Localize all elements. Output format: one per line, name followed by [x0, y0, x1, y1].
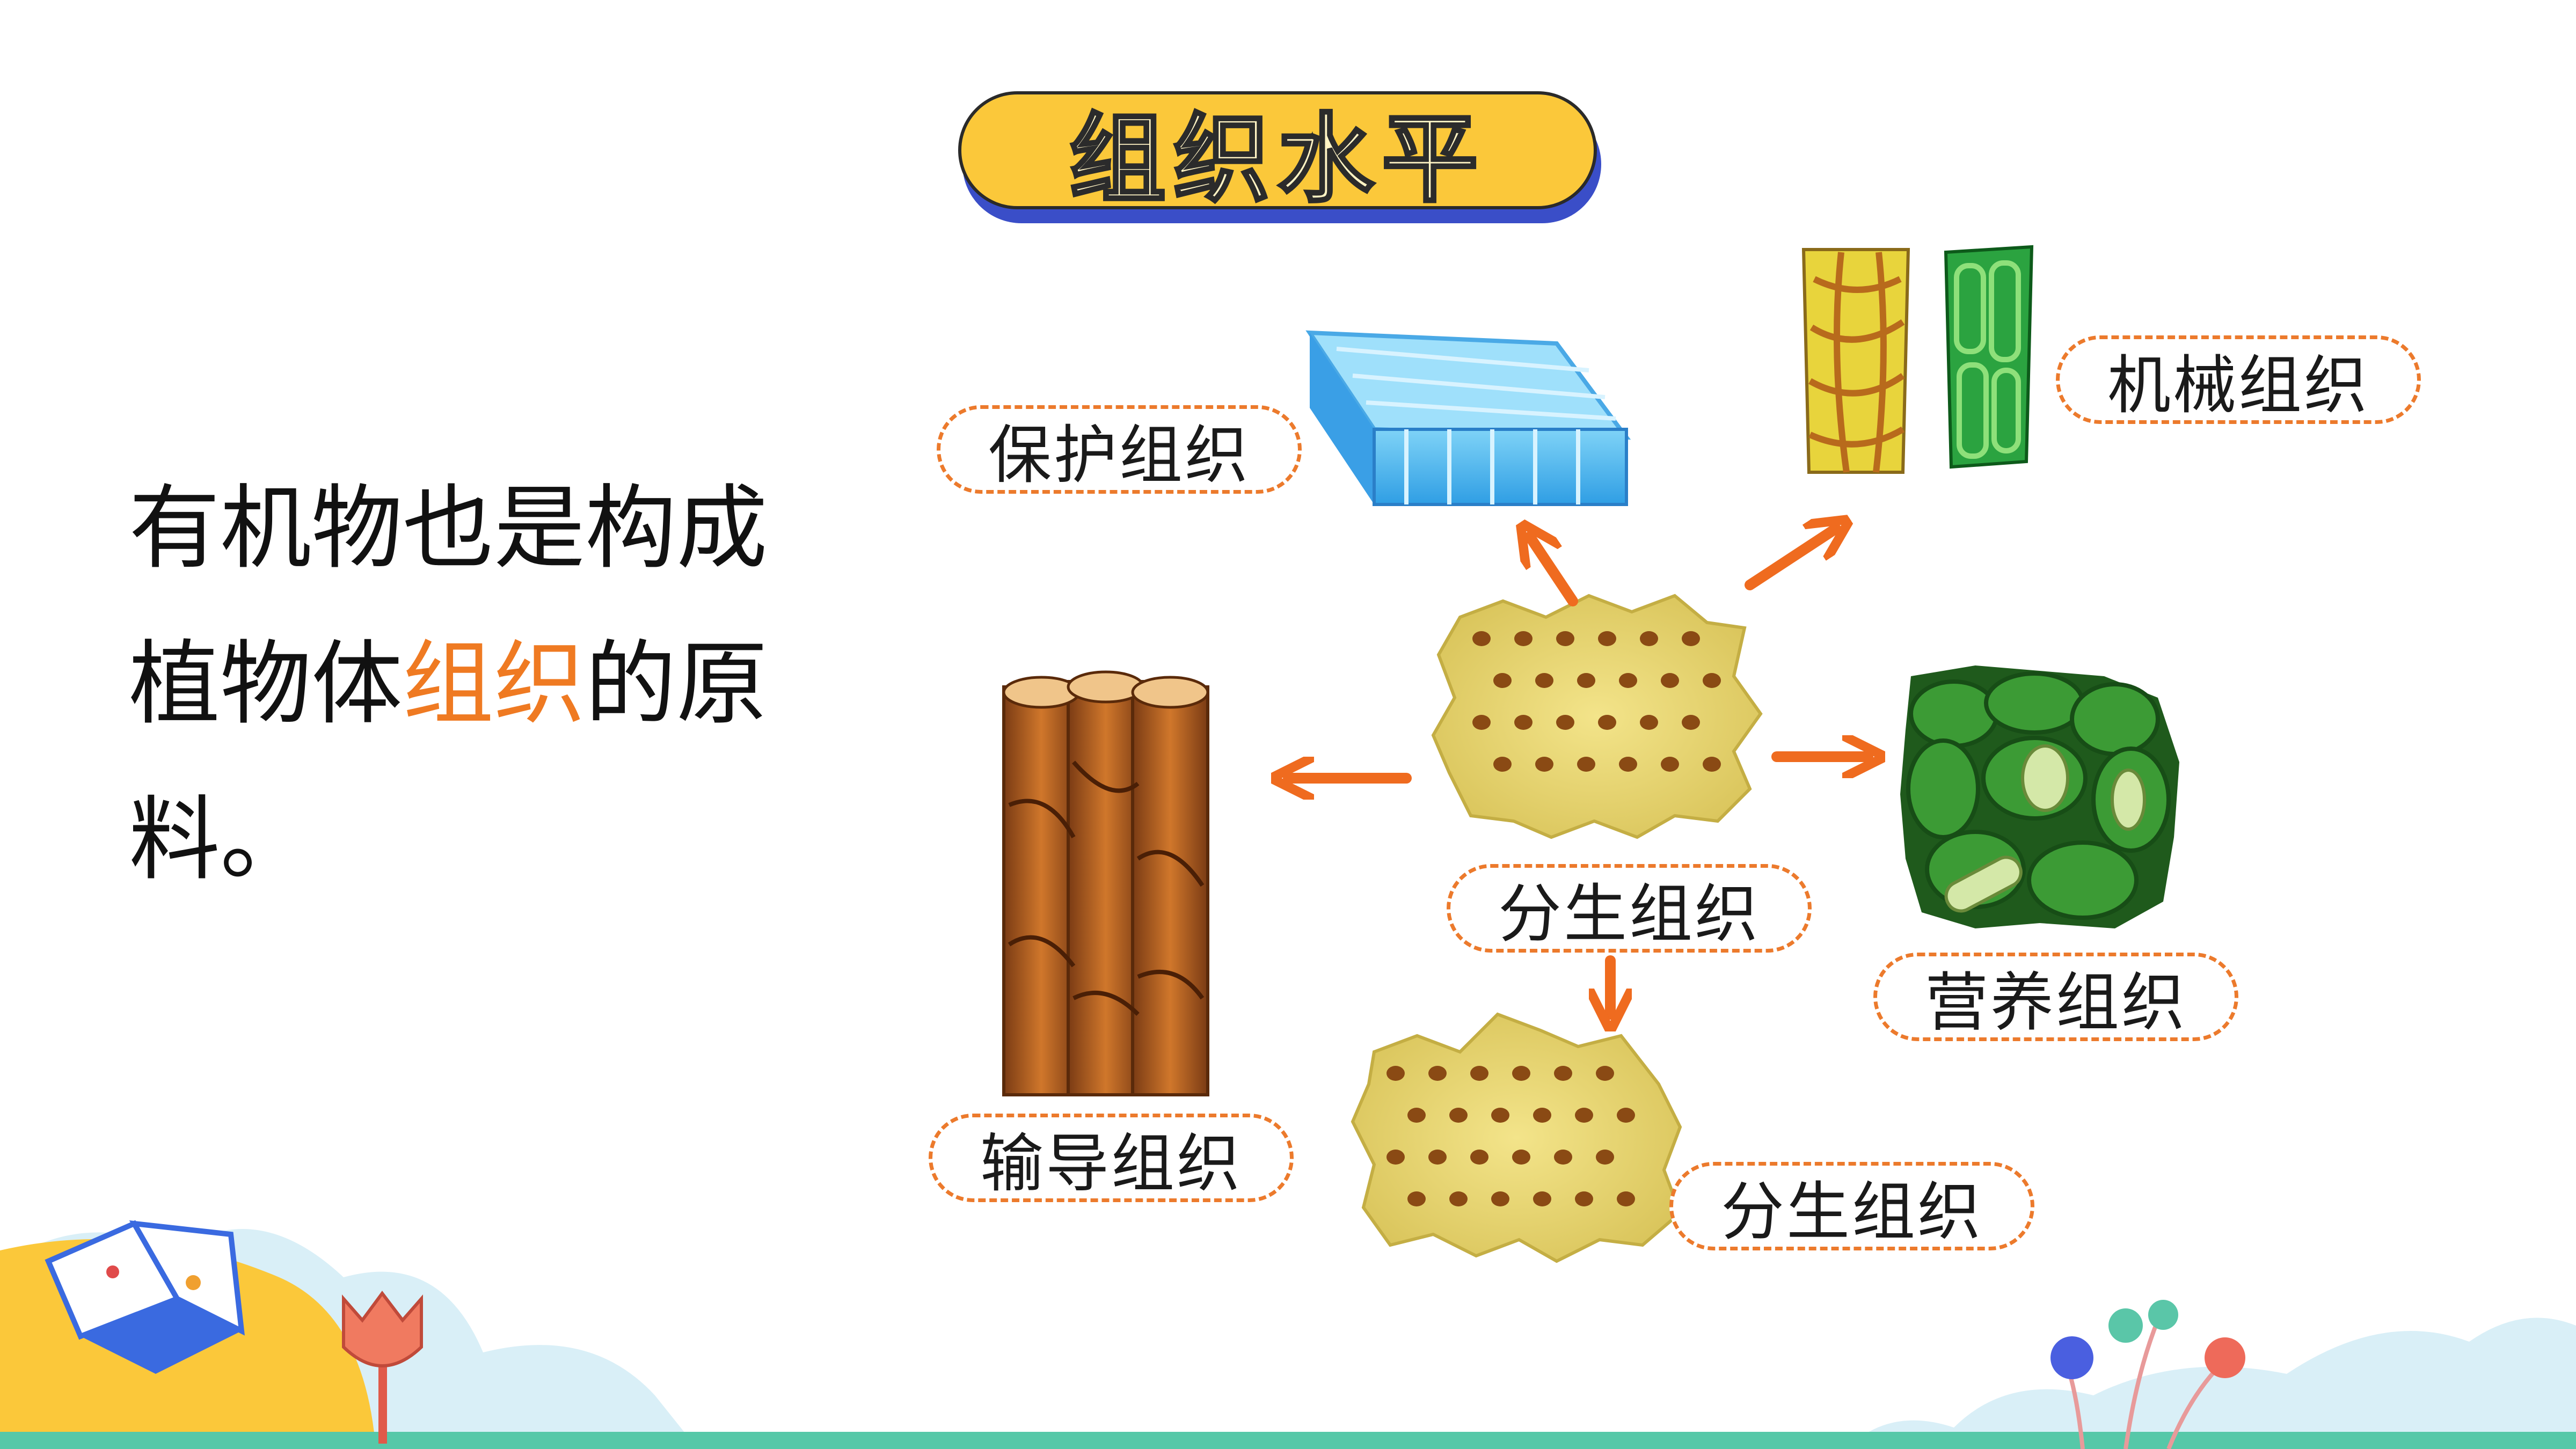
cell-nucleus [1598, 715, 1616, 730]
cell-nucleus [1493, 673, 1512, 688]
intro-line-1: 有机物也是构成 [129, 475, 768, 582]
cell-nucleus [1596, 1066, 1614, 1081]
nutritive-tissue-illustration [1900, 665, 2179, 928]
cell-nucleus [1596, 1150, 1614, 1165]
cell-nucleus [1682, 715, 1700, 730]
cell-nucleus [1682, 631, 1700, 646]
label-conductive-tissue: 输导组织 [929, 1114, 1294, 1202]
cell-nucleus [1470, 1066, 1488, 1081]
cell-nucleus [1535, 673, 1553, 688]
cell-nucleus [1407, 1108, 1426, 1123]
cell-nucleus [1575, 1191, 1593, 1206]
cell-nucleus [1556, 631, 1574, 646]
cell-nucleus [1428, 1150, 1447, 1165]
cell-nucleus [1533, 1108, 1551, 1123]
label-meristem-tissue-center: 分生组织 [1447, 864, 1812, 953]
cell-nucleus [1472, 715, 1491, 730]
cell-nucleus [1449, 1108, 1468, 1123]
intro-paragraph: 有机物也是构成 植物体组织的原 料。 [129, 451, 837, 918]
open-book-icon [45, 1220, 245, 1374]
cell-nucleus [1617, 1108, 1635, 1123]
cell-nucleus [1512, 1150, 1530, 1165]
protective-tissue-illustration [1305, 330, 1631, 506]
meristem-bottom-nuclei [1386, 1066, 1635, 1206]
arrows [1288, 529, 1868, 1014]
page-title: 组织水平 [1068, 101, 1486, 217]
meristem-tissue-bottom-illustration [1351, 1012, 1682, 1263]
intro-line-2: 植物体组织的原 [129, 606, 837, 762]
cell-nucleus [1703, 673, 1721, 688]
tulip-icon [342, 1290, 423, 1444]
cell-nucleus [1577, 673, 1595, 688]
cell-nucleus [1472, 631, 1491, 646]
cell-nucleus [1575, 1108, 1593, 1123]
label-meristem-tissue-bottom: 分生组织 [1669, 1162, 2034, 1250]
cell-nucleus [1514, 715, 1533, 730]
cell-nucleus [1512, 1066, 1530, 1081]
cell-nucleus [1535, 757, 1553, 772]
intro-line-2-after: 的原 [585, 631, 768, 737]
footer-decoration [0, 1220, 2576, 1449]
cell-nucleus [1386, 1150, 1405, 1165]
cell-nucleus [1617, 1191, 1635, 1206]
cell-nucleus [1661, 673, 1679, 688]
cell-nucleus [1554, 1066, 1572, 1081]
arrow-to-protective [1530, 537, 1578, 606]
cell-nucleus [1640, 715, 1658, 730]
mechanical-tissue-illustration [1801, 245, 2034, 474]
cell-nucleus [1577, 757, 1595, 772]
cell-nucleus [1428, 1066, 1447, 1081]
cell-nucleus [1386, 1066, 1405, 1081]
label-protective-tissue: 保护组织 [937, 405, 1302, 494]
cell-nucleus [1598, 631, 1616, 646]
cell-nucleus [1661, 757, 1679, 772]
cell-nucleus [1703, 757, 1721, 772]
meristem-center-nuclei [1472, 631, 1721, 772]
cell-nucleus [1640, 631, 1658, 646]
highlight-term: 组织 [403, 631, 586, 737]
cell-nucleus [1491, 1191, 1509, 1206]
meristem-tissue-center-illustration [1431, 594, 1763, 839]
cell-nucleus [1491, 1108, 1509, 1123]
cell-nucleus [1407, 1191, 1426, 1206]
cell-nucleus [1619, 673, 1637, 688]
intro-line-3: 料。 [129, 787, 312, 893]
cell-nucleus [1619, 757, 1637, 772]
cell-nucleus [1556, 715, 1574, 730]
cell-nucleus [1449, 1191, 1468, 1206]
cell-nucleus [1470, 1150, 1488, 1165]
label-mechanical-tissue: 机械组织 [2056, 335, 2421, 424]
conductive-tissue-illustration [1002, 670, 1209, 1096]
label-nutritive-tissue: 营养组织 [1873, 953, 2238, 1041]
cell-nucleus [1493, 757, 1512, 772]
title-banner: 组织水平 [958, 91, 1602, 223]
arrow-to-mechanical [1745, 529, 1836, 590]
cell-nucleus [1554, 1150, 1572, 1165]
cell-nucleus [1533, 1191, 1551, 1206]
cell-nucleus [1514, 631, 1533, 646]
intro-line-2-before: 植物体 [129, 631, 403, 737]
